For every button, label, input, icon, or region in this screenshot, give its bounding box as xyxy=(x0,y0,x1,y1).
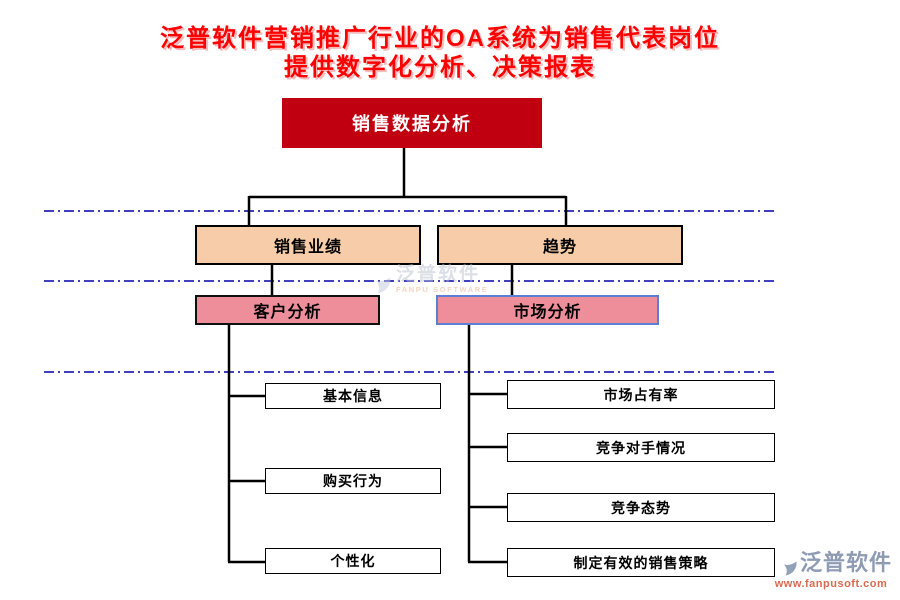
footer-logo-name: 泛普软件 xyxy=(800,550,893,575)
page-title-line2: 提供数字化分析、决策报表 xyxy=(284,54,596,81)
leaf-market-share: 市场占有率 xyxy=(507,380,775,409)
leaf-basic-info: 基本信息 xyxy=(265,383,441,409)
page-title: 泛普软件营销推广行业的OA系统为销售代表岗位 提供数字化分析、决策报表 xyxy=(0,24,880,82)
leaf-purchase-behavior: 购买行为 xyxy=(265,468,441,494)
node-market-analysis: 市场分析 xyxy=(436,295,659,325)
leaf-competitive-posture: 竞争态势 xyxy=(507,493,775,522)
page-title-line1: 泛普软件营销推广行业的OA系统为销售代表岗位 xyxy=(160,25,720,52)
watermark: 泛普软件 FANPU SOFTWARE xyxy=(360,263,488,295)
node-trend: 趋势 xyxy=(437,225,683,265)
leaf-sales-strategy: 制定有效的销售策略 xyxy=(507,548,775,577)
leaf-competitor-situation: 竞争对手情况 xyxy=(507,433,775,462)
footer-logo-url: www.fanpusoft.com xyxy=(774,578,888,590)
fanpu-logo-icon xyxy=(360,264,391,294)
node-root: 销售数据分析 xyxy=(282,98,542,148)
node-sales-performance: 销售业绩 xyxy=(195,225,421,265)
leaf-personalization: 个性化 xyxy=(265,548,441,574)
footer-logo: 泛普软件 www.fanpusoft.com xyxy=(770,549,892,590)
fanpu-logo-icon xyxy=(770,550,797,576)
node-customer-analysis: 客户分析 xyxy=(195,295,380,325)
watermark-name: 泛普软件 xyxy=(396,264,481,285)
watermark-subtitle: FANPU SOFTWARE xyxy=(396,285,489,294)
